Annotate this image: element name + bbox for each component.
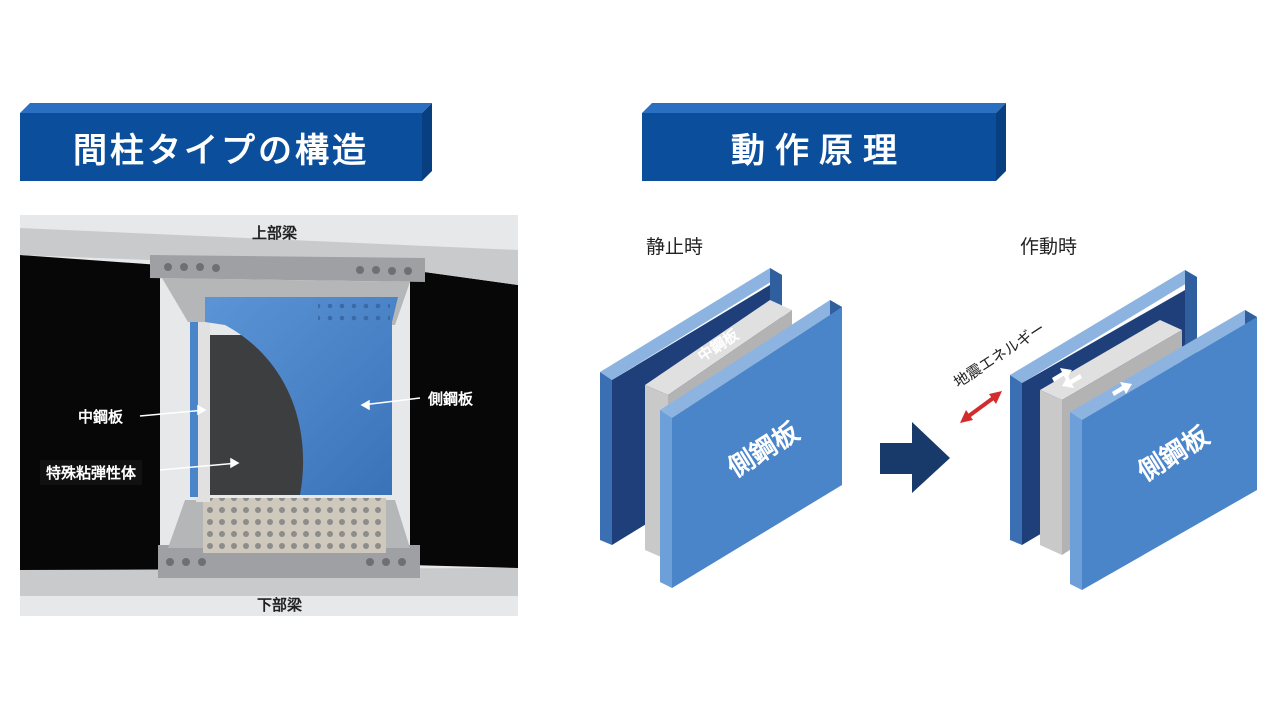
front-side-plate <box>1082 317 1257 590</box>
upper-bolts <box>164 263 412 275</box>
upper-flange <box>150 255 425 282</box>
viscoelastic-label: 特殊粘弾性体 <box>40 460 143 485</box>
energy-arrow-icon <box>960 391 1002 423</box>
transition-arrow-icon <box>880 422 950 493</box>
center-plate-static <box>645 300 792 395</box>
back-side-plate <box>600 372 612 545</box>
upper-beam-label: 上部梁 <box>252 224 298 242</box>
motion-arrow-icon <box>1052 368 1072 382</box>
side-plate-label: 側鋼板 <box>428 390 474 408</box>
front-side-plate <box>672 307 842 588</box>
motion-arrow-icon <box>1112 382 1132 396</box>
static-label: 静止時 <box>646 236 704 258</box>
banner-shape <box>20 103 432 181</box>
structure-banner: 間柱タイプの構造 <box>20 103 432 181</box>
dark-wall-right <box>410 270 518 568</box>
lower-beam-label: 下部梁 <box>257 596 303 614</box>
active-damper <box>1010 270 1257 590</box>
lower-bolts <box>166 558 406 566</box>
principle-title: 動作原理 <box>731 130 907 171</box>
banner-shape <box>642 103 1006 181</box>
structure-title: 間柱タイプの構造 <box>73 130 369 171</box>
dark-wall-left <box>20 255 160 570</box>
side-steel-plate <box>205 297 398 495</box>
lower-flange <box>158 545 420 578</box>
active-label: 作動時 <box>1020 236 1078 258</box>
static-damper <box>600 268 842 588</box>
center-plate-label: 中鋼板 <box>78 408 124 426</box>
back-side-plate <box>1010 375 1022 545</box>
principle-banner: 動作原理 <box>642 103 1006 181</box>
motion-arrow-icon <box>1062 374 1082 388</box>
